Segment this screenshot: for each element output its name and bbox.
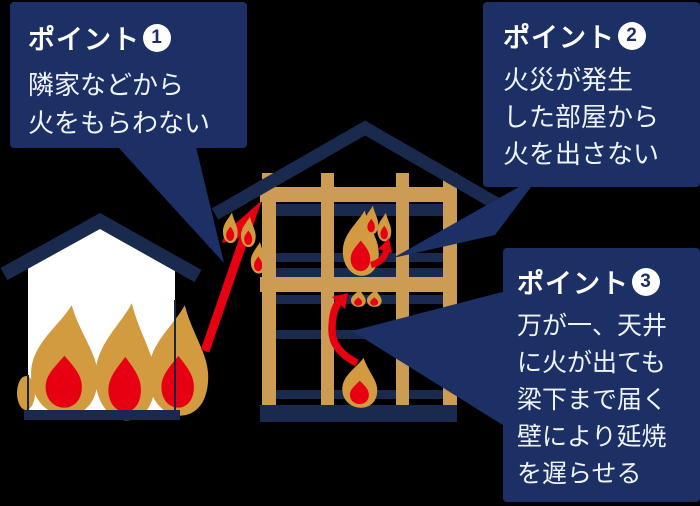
callout-point-3: ポイント 3 万が一、天井 に火が出ても 梁下まで届く 壁により延焼 を遅らせる [503,248,700,502]
frame-base [260,405,457,422]
point-1-number-badge: 1 [143,23,171,52]
frame-beams [260,187,457,292]
point-2-number-badge: 2 [618,21,646,50]
callout-pointer-1 [118,147,224,263]
callout-text-line: に火が出ても [517,349,666,377]
callout-text-line: 壁により延焼 [517,423,667,451]
lower-room-fire-icons [328,289,382,408]
callout-3-title: ポイント 3 [517,262,700,301]
callout-1-body: 隣家などから 火をもらわない [28,66,247,142]
callout-text-line: 万が一、天井 [517,312,668,340]
large-flame-icon [17,303,209,421]
callout-text-line: 火を出さない [503,139,660,169]
callout-text-line: 火をもらわない [28,108,211,138]
callout-text-line: 梁下まで届く [517,386,668,414]
callout-point-1: ポイント 1 隣家などから 火をもらわない [10,2,247,148]
callout-text-line: 隣家などから [28,70,185,100]
point-3-number-badge: 3 [632,267,660,296]
callout-1-title: ポイント 1 [28,18,247,57]
upper-room-fire-icons [342,205,392,276]
frame-roof [211,120,513,220]
callout-2-label: ポイント [503,23,615,53]
house-roof [0,212,202,283]
burning-neighbor-house-icon [0,212,209,421]
callout-3-label: ポイント [517,269,629,299]
callout-3-body: 万が一、天井 に火が出ても 梁下まで届く 壁により延焼 を遅らせる [517,308,700,493]
callout-2-title: ポイント 2 [503,16,700,55]
callout-pointer-2 [393,175,540,258]
callout-point-2: ポイント 2 火災が発生 した部屋から 火を出さない [483,2,700,187]
callout-text-line: を遅らせる [517,460,642,488]
callout-2-body: 火災が発生 した部屋から 火を出さない [503,62,700,173]
callout-text-line: 火災が発生 [503,65,634,95]
callout-pointer-3 [352,291,506,427]
callout-1-label: ポイント [28,25,140,55]
callout-text-line: した部屋から [503,102,660,132]
house-base [24,410,180,420]
